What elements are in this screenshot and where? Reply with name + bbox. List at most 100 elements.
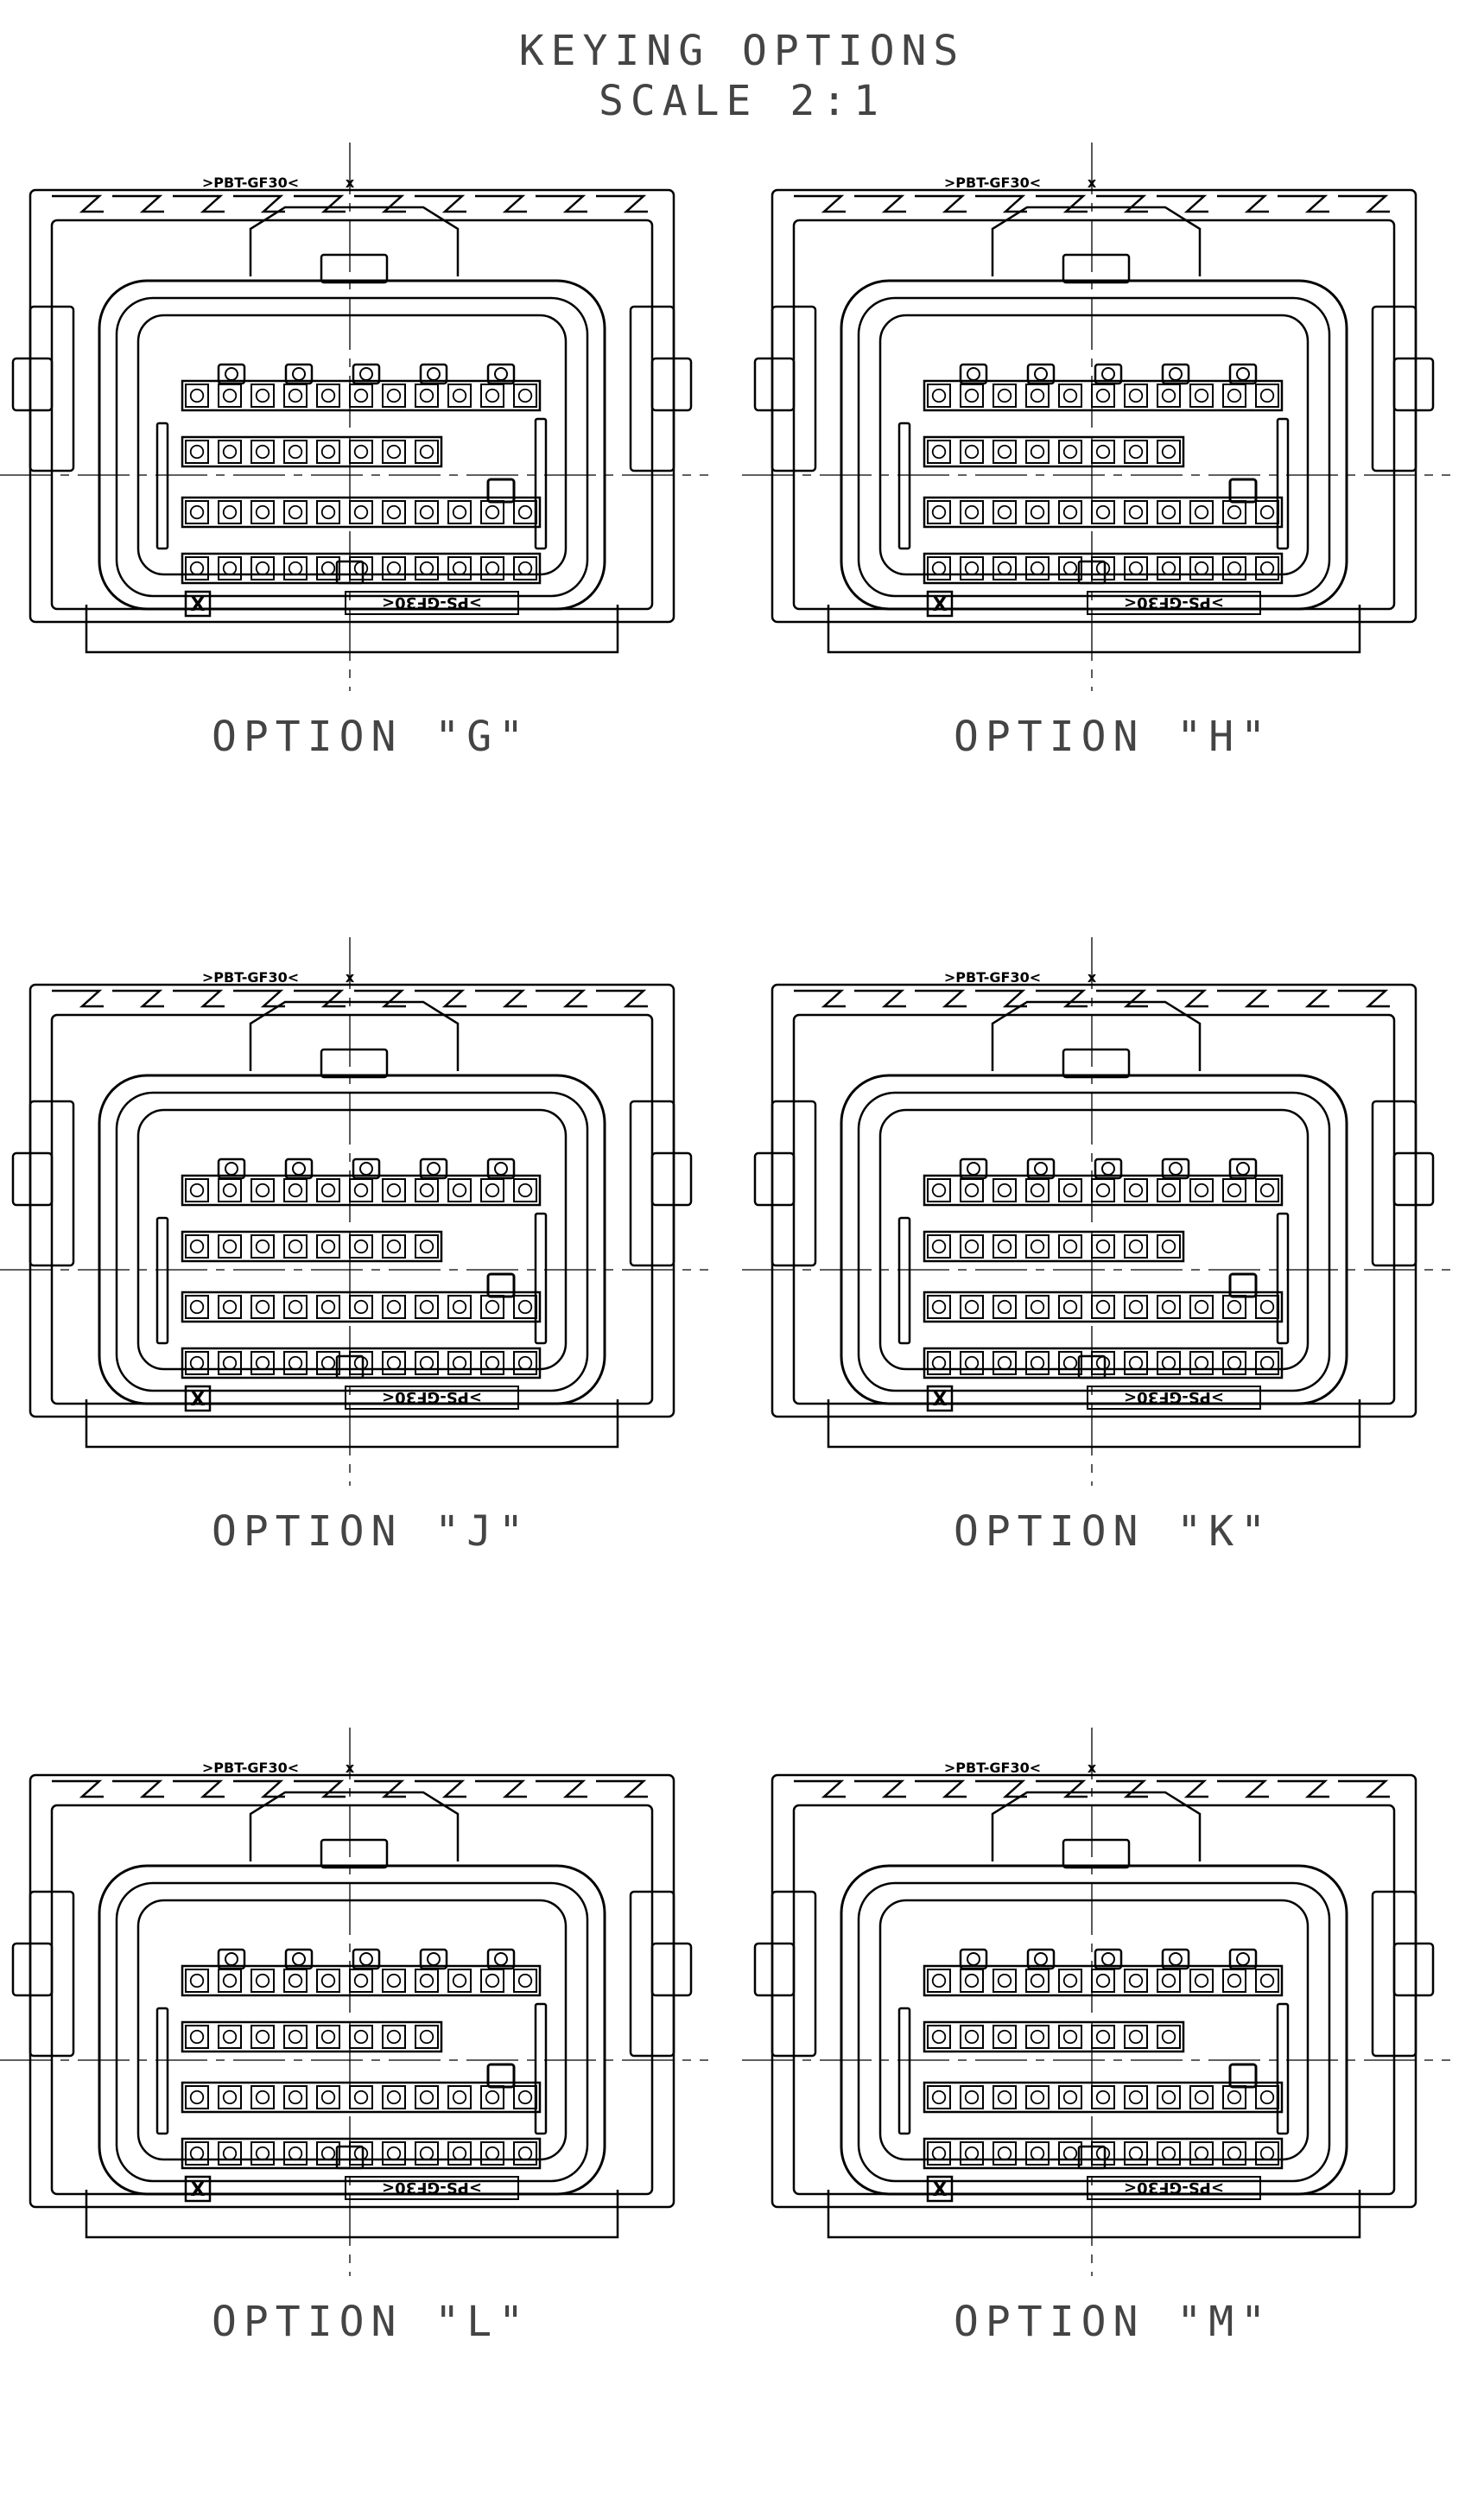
cavity-contact: [1030, 444, 1045, 460]
terminal-cavity: [1058, 2085, 1082, 2109]
cavity-outline: [1025, 1295, 1050, 1319]
cavity-contact: [1095, 2029, 1111, 2045]
cavity-contact: [1062, 504, 1078, 520]
cavity-outline: [447, 500, 472, 524]
cavity-contact: [288, 1355, 303, 1371]
terminal-cavity: [185, 2025, 209, 2049]
cavity-contact: [964, 2146, 980, 2161]
cavity-outline: [927, 1178, 951, 1202]
latch-tab: [320, 1048, 389, 1079]
terminal-cavity: [513, 1969, 537, 1993]
terminal-cavity: [1157, 1295, 1181, 1319]
cavity-outline: [927, 1234, 951, 1259]
cavity-outline: [1189, 2085, 1214, 2109]
cavity-outline: [1157, 1234, 1181, 1259]
cavity-outline: [1222, 384, 1246, 408]
key-contact: [1236, 367, 1250, 381]
cavity-contact: [419, 1183, 434, 1198]
sheet-header: KEYING OPTIONS SCALE 2:1: [0, 26, 1484, 126]
cavity-outline: [1255, 1178, 1279, 1202]
cavity-contact: [1062, 444, 1078, 460]
cavity-contact: [189, 1299, 205, 1315]
cavity-contact: [255, 1973, 270, 1988]
cavity-contact: [931, 2146, 947, 2161]
cavity-outline: [960, 500, 984, 524]
cavity-contact: [419, 1239, 434, 1254]
cavity-contact: [1095, 1299, 1111, 1315]
cavity-outline: [251, 500, 275, 524]
cavity-contact: [931, 561, 947, 576]
cavity-outline: [251, 556, 275, 580]
terminal-cavity: [447, 384, 472, 408]
cavity-contact: [964, 1973, 980, 1988]
grip-rib: [794, 194, 846, 213]
terminal-cavity: [382, 1178, 406, 1202]
terminal-cavity: [1025, 2141, 1050, 2166]
cavity-outline: [1091, 1234, 1115, 1259]
terminal-cavity: [1157, 1969, 1181, 1993]
cavity-outline: [1222, 500, 1246, 524]
key-contact: [225, 367, 238, 381]
housing-inner: [792, 1804, 1396, 2196]
cavity-contact: [517, 2090, 533, 2105]
cavity-row-frame: [923, 496, 1284, 529]
terminal-cavity: [218, 1295, 242, 1319]
cavity-contact: [452, 1183, 467, 1198]
cavity-contact: [1194, 1183, 1209, 1198]
side-lug-left: [771, 305, 817, 472]
cavity-outline: [382, 1351, 406, 1375]
grip-rib: [975, 194, 1027, 213]
cavity-outline: [1255, 1351, 1279, 1375]
mating-face-outer: [98, 1864, 606, 2196]
terminal-cavity: [513, 384, 537, 408]
cavity-contact: [320, 1299, 336, 1315]
cavity-outline: [1189, 1295, 1214, 1319]
terminal-cavity: [1222, 1178, 1246, 1202]
grip-rib: [1278, 194, 1329, 213]
terminal-cavity: [185, 440, 209, 464]
cavity-contact: [1259, 2090, 1275, 2105]
terminal-cavity: [1189, 556, 1214, 580]
cavity-outline: [1222, 1178, 1246, 1202]
key-contact: [359, 1162, 373, 1176]
cavity-outline: [251, 1351, 275, 1375]
cavity-outline: [993, 384, 1017, 408]
cavity-outline: [1025, 1351, 1050, 1375]
terminal-cavity: [927, 2085, 951, 2109]
material-mark-box: [345, 1386, 519, 1410]
cavity-outline: [1058, 2025, 1082, 2049]
cavity-contact: [1030, 2029, 1045, 2045]
terminal-cavity: [1058, 2025, 1082, 2049]
terminal-cavity: [447, 2085, 472, 2109]
cavity-contact: [1259, 561, 1275, 576]
cavity-contact: [189, 2090, 205, 2105]
grip-rib: [1036, 989, 1088, 1008]
cavity-outline: [1124, 500, 1148, 524]
cavity-outline: [1255, 1969, 1279, 1993]
terminal-cavity: [1124, 1351, 1148, 1375]
cavity-outline: [1058, 1969, 1082, 1993]
key-contact: [1169, 1952, 1183, 1966]
cavity-contact: [353, 2029, 369, 2045]
terminal-cavity: [251, 1234, 275, 1259]
cavity-outline: [349, 2085, 373, 2109]
cavity-outline: [415, 556, 439, 580]
cavity-outline: [960, 1178, 984, 1202]
terminal-cavity: [349, 500, 373, 524]
mating-face-shell: [857, 1881, 1331, 2183]
cavity-outline: [415, 440, 439, 464]
key-contact: [225, 1952, 238, 1966]
keyed-cavity: [419, 363, 448, 385]
cavity-outline: [960, 384, 984, 408]
cavity-outline: [218, 440, 242, 464]
terminal-cavity: [218, 2141, 242, 2166]
grip-rib: [1096, 1779, 1148, 1798]
terminal-cavity: [1025, 2025, 1050, 2049]
terminal-cavity: [185, 2141, 209, 2166]
cavity-outline: [185, 1234, 209, 1259]
terminal-cavity: [251, 1351, 275, 1375]
cavity-outline: [927, 2085, 951, 2109]
cavity-contact: [320, 2090, 336, 2105]
cavity-row-frame: [923, 1291, 1284, 1323]
terminal-cavity: [283, 1969, 308, 1993]
